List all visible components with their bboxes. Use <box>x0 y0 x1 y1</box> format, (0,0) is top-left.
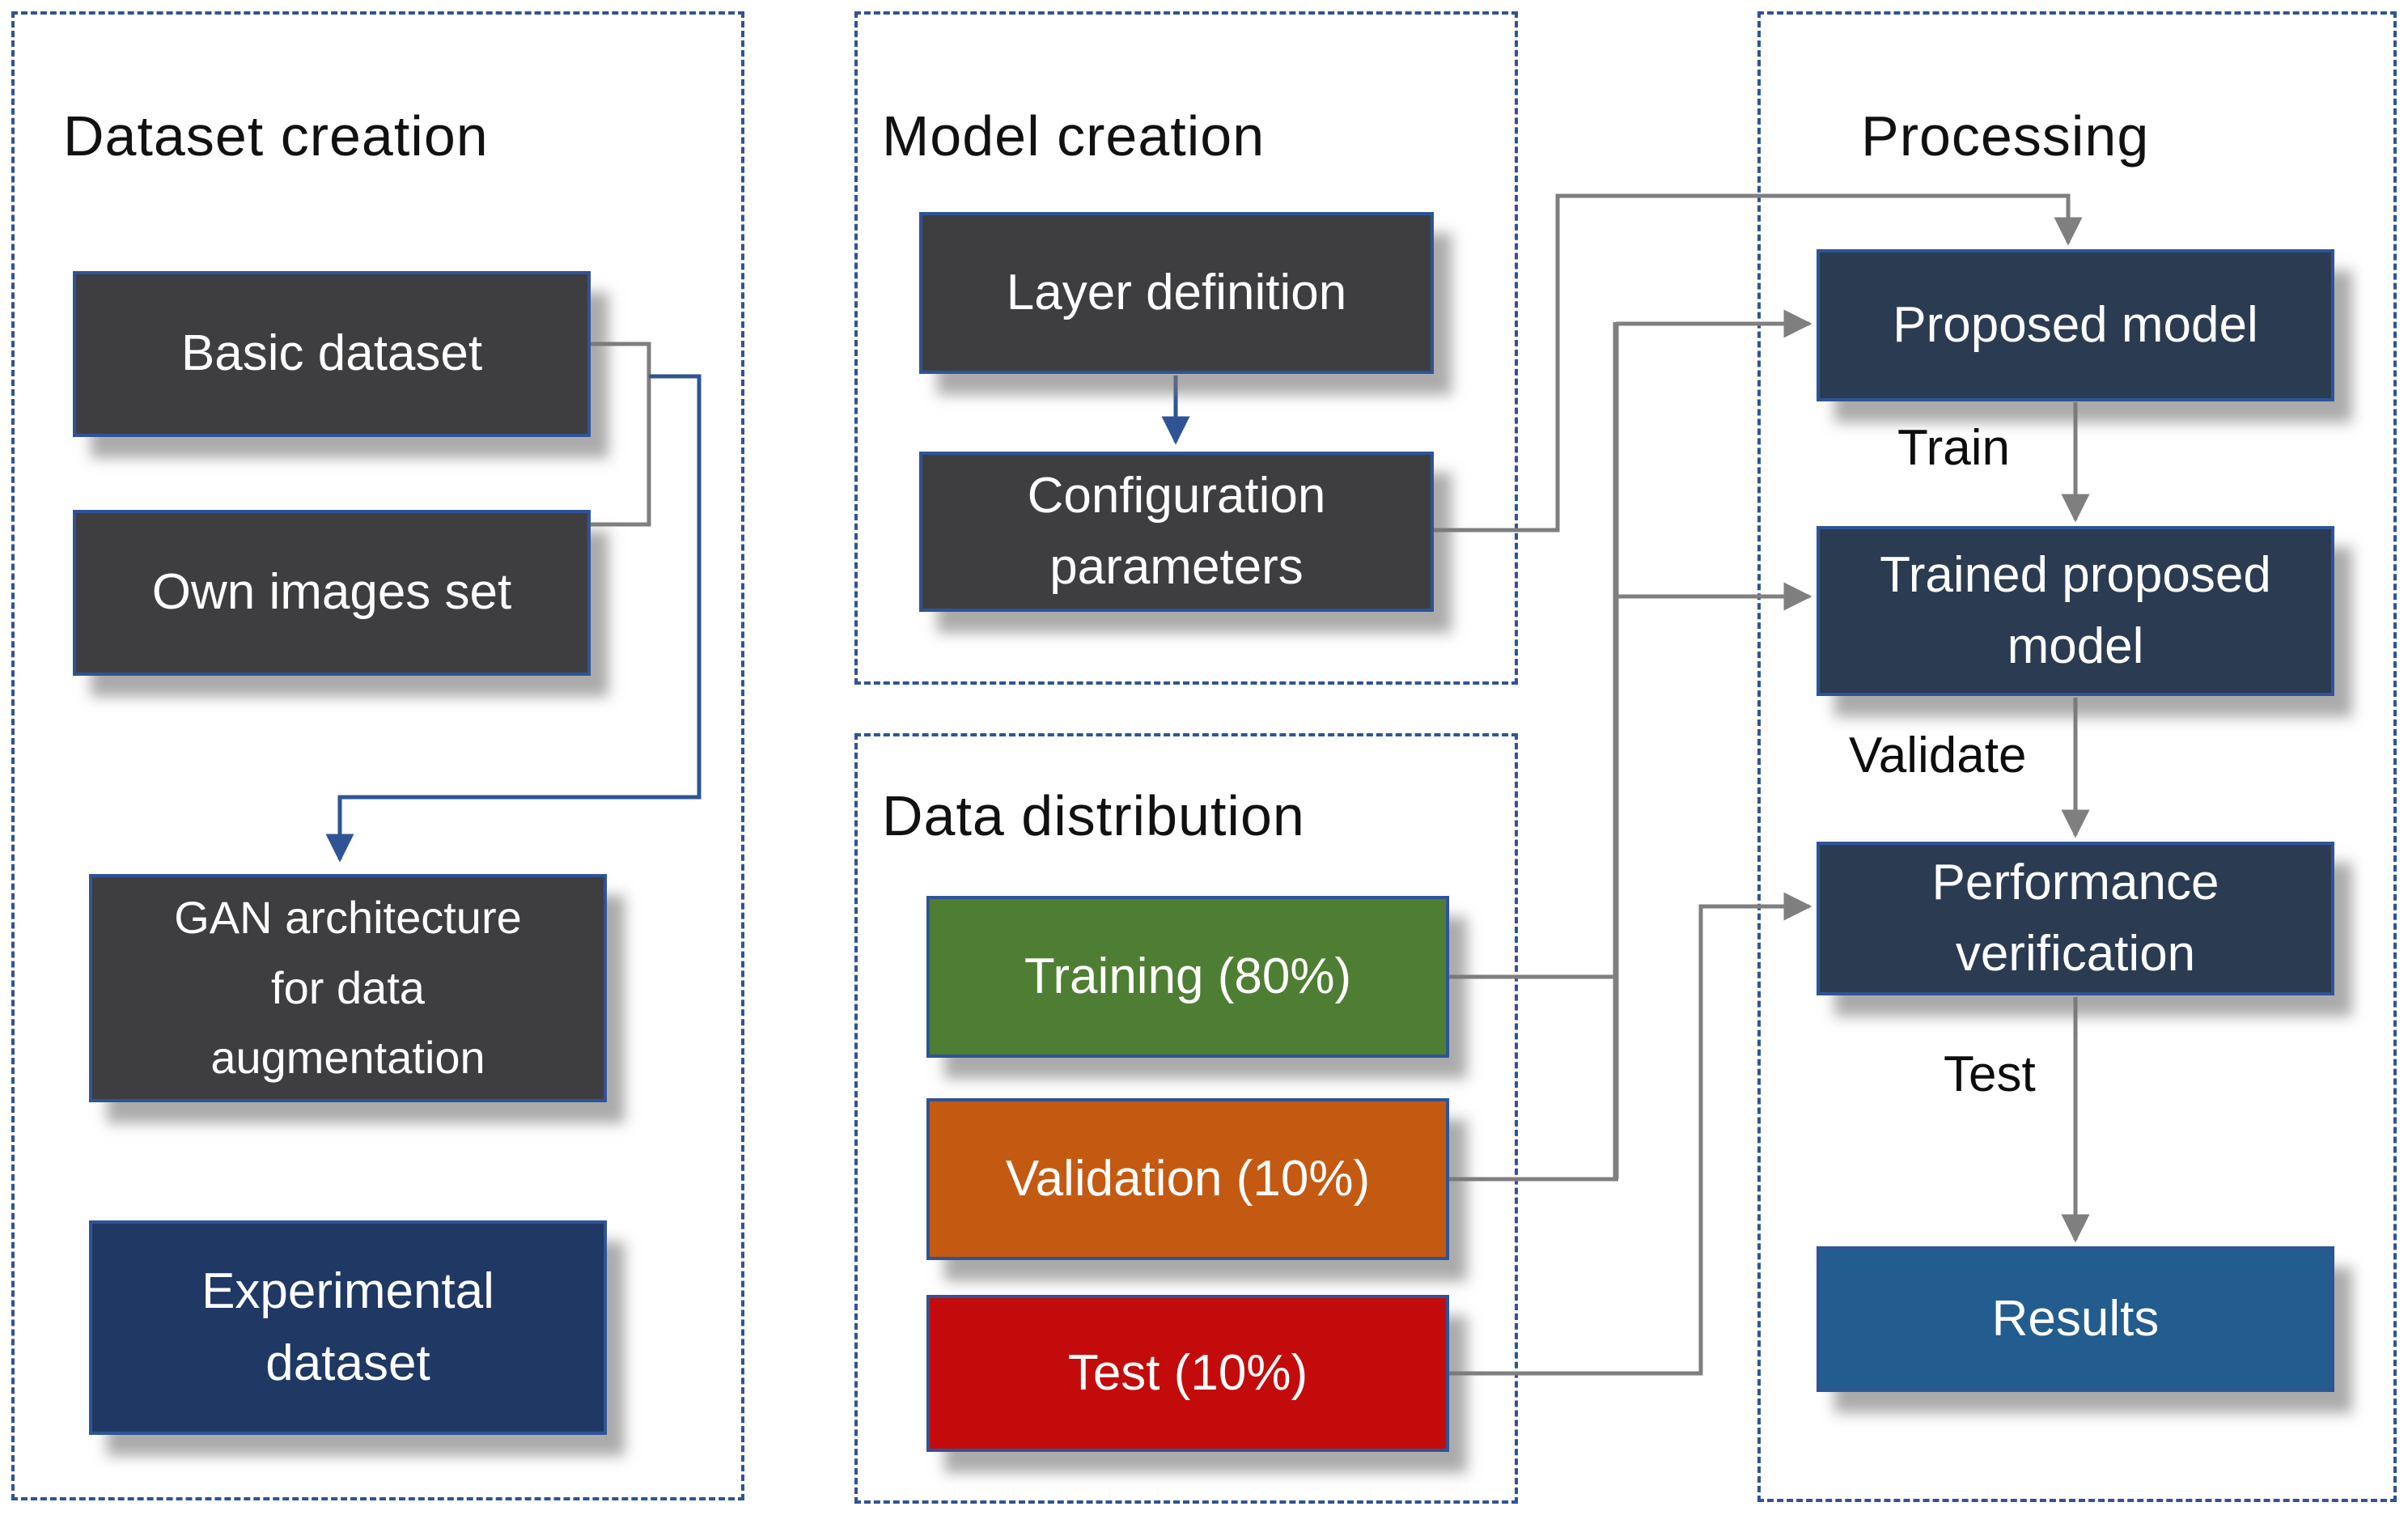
title-data-distribution: Data distribution <box>882 784 1305 847</box>
title-model-creation: Model creation <box>882 104 1265 168</box>
panel-dataset-creation <box>11 11 744 1500</box>
node-performance-verification: Performance verification <box>1817 842 2334 995</box>
node-test-split: Test (10%) <box>926 1295 1449 1452</box>
panel-data-distribution <box>854 733 1518 1504</box>
node-results: Results <box>1817 1246 2334 1392</box>
title-dataset-creation: Dataset creation <box>63 104 489 168</box>
node-validation-split: Validation (10%) <box>926 1098 1449 1260</box>
node-gan-architecture: GAN architecture for data augmentation <box>89 874 607 1102</box>
bracket-basic-own <box>591 342 651 527</box>
arrow-config-to-proposed <box>1434 193 2083 533</box>
panel-model-creation <box>854 11 1518 685</box>
label-validate: Validate <box>1849 728 2027 783</box>
node-experimental-dataset: Experimental dataset <box>89 1220 607 1435</box>
node-own-images-set: Own images set <box>73 510 591 676</box>
label-train: Train <box>1897 420 2010 476</box>
arrow-test-to-performance <box>1448 892 1812 1376</box>
node-trained-proposed-model: Trained proposed model <box>1817 526 2334 696</box>
node-layer-definition: Layer definition <box>919 212 1434 374</box>
node-proposed-model: Proposed model <box>1817 249 2334 401</box>
node-training-split: Training (80%) <box>926 896 1449 1058</box>
label-test: Test <box>1944 1046 2036 1102</box>
arrow-to-gan <box>325 374 702 863</box>
node-configuration-parameters: Configuration parameters <box>919 452 1434 612</box>
title-processing: Processing <box>1861 104 2150 168</box>
panel-processing <box>1757 11 2397 1502</box>
node-basic-dataset: Basic dataset <box>73 271 591 437</box>
